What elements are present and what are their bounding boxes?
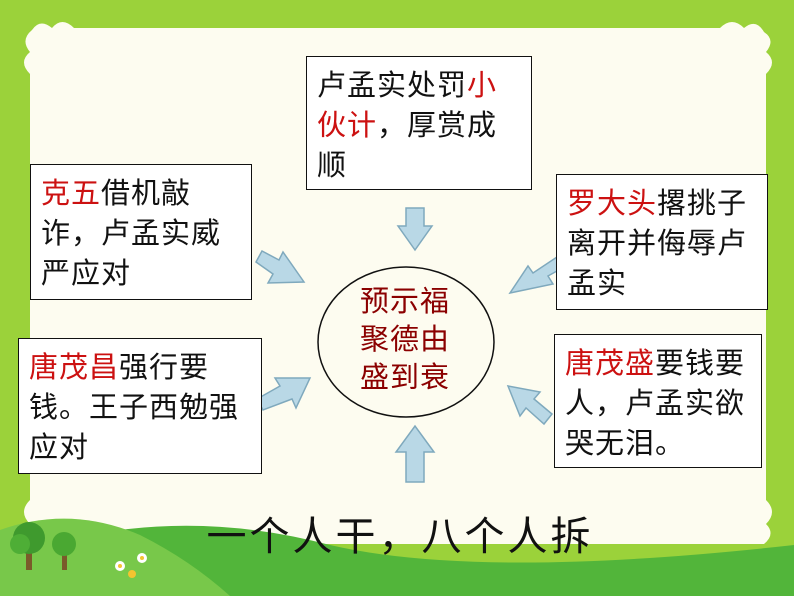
right-bottom-box: 唐茂盛要钱要人，卢孟实欲哭无泪。 <box>554 334 762 468</box>
right-bottom-highlight: 唐茂盛 <box>565 346 656 380</box>
tree-icon <box>52 532 76 570</box>
arrow-right-down <box>255 249 306 284</box>
top-box-suffix: ，厚赏成顺 <box>317 108 498 182</box>
left-bottom-box: 唐茂昌强行要钱。王子西勉强应对 <box>18 338 262 474</box>
right-top-text: 撂挑子离开并侮辱卢孟实 <box>567 186 748 300</box>
left-top-box: 克五借机敲诈，卢孟实威严应对 <box>30 164 252 300</box>
left-top-text: 借机敲诈，卢孟实威严应对 <box>41 176 222 290</box>
left-bottom-text: 强行要钱。王子西勉强应对 <box>29 350 240 464</box>
top-box: 卢孟实处罚小伙计，厚赏成顺 <box>306 56 532 190</box>
arrow-right-up <box>255 377 312 411</box>
right-bottom-text: 要钱要人，卢孟实欲哭无泪。 <box>565 346 746 460</box>
arrow-down <box>396 207 434 252</box>
tree-icon <box>10 522 45 570</box>
right-top-highlight: 罗大头 <box>567 186 658 220</box>
arrow-left-up <box>506 385 554 426</box>
left-top-highlight: 克五 <box>41 176 102 210</box>
top-box-highlight: 小伙计 <box>317 68 498 142</box>
bottom-caption: 一个人干，八个人拆 <box>206 514 594 560</box>
center-text: 预示福聚德由盛到衰 <box>359 284 450 394</box>
left-bottom-highlight: 唐茂昌 <box>29 350 120 384</box>
arrow-up <box>394 424 436 483</box>
top-box-prefix: 卢孟实处罚 <box>317 68 468 102</box>
right-top-box: 罗大头撂挑子离开并侮辱卢孟实 <box>556 174 768 310</box>
center-ellipse <box>317 266 495 418</box>
flower-icon <box>115 553 147 578</box>
